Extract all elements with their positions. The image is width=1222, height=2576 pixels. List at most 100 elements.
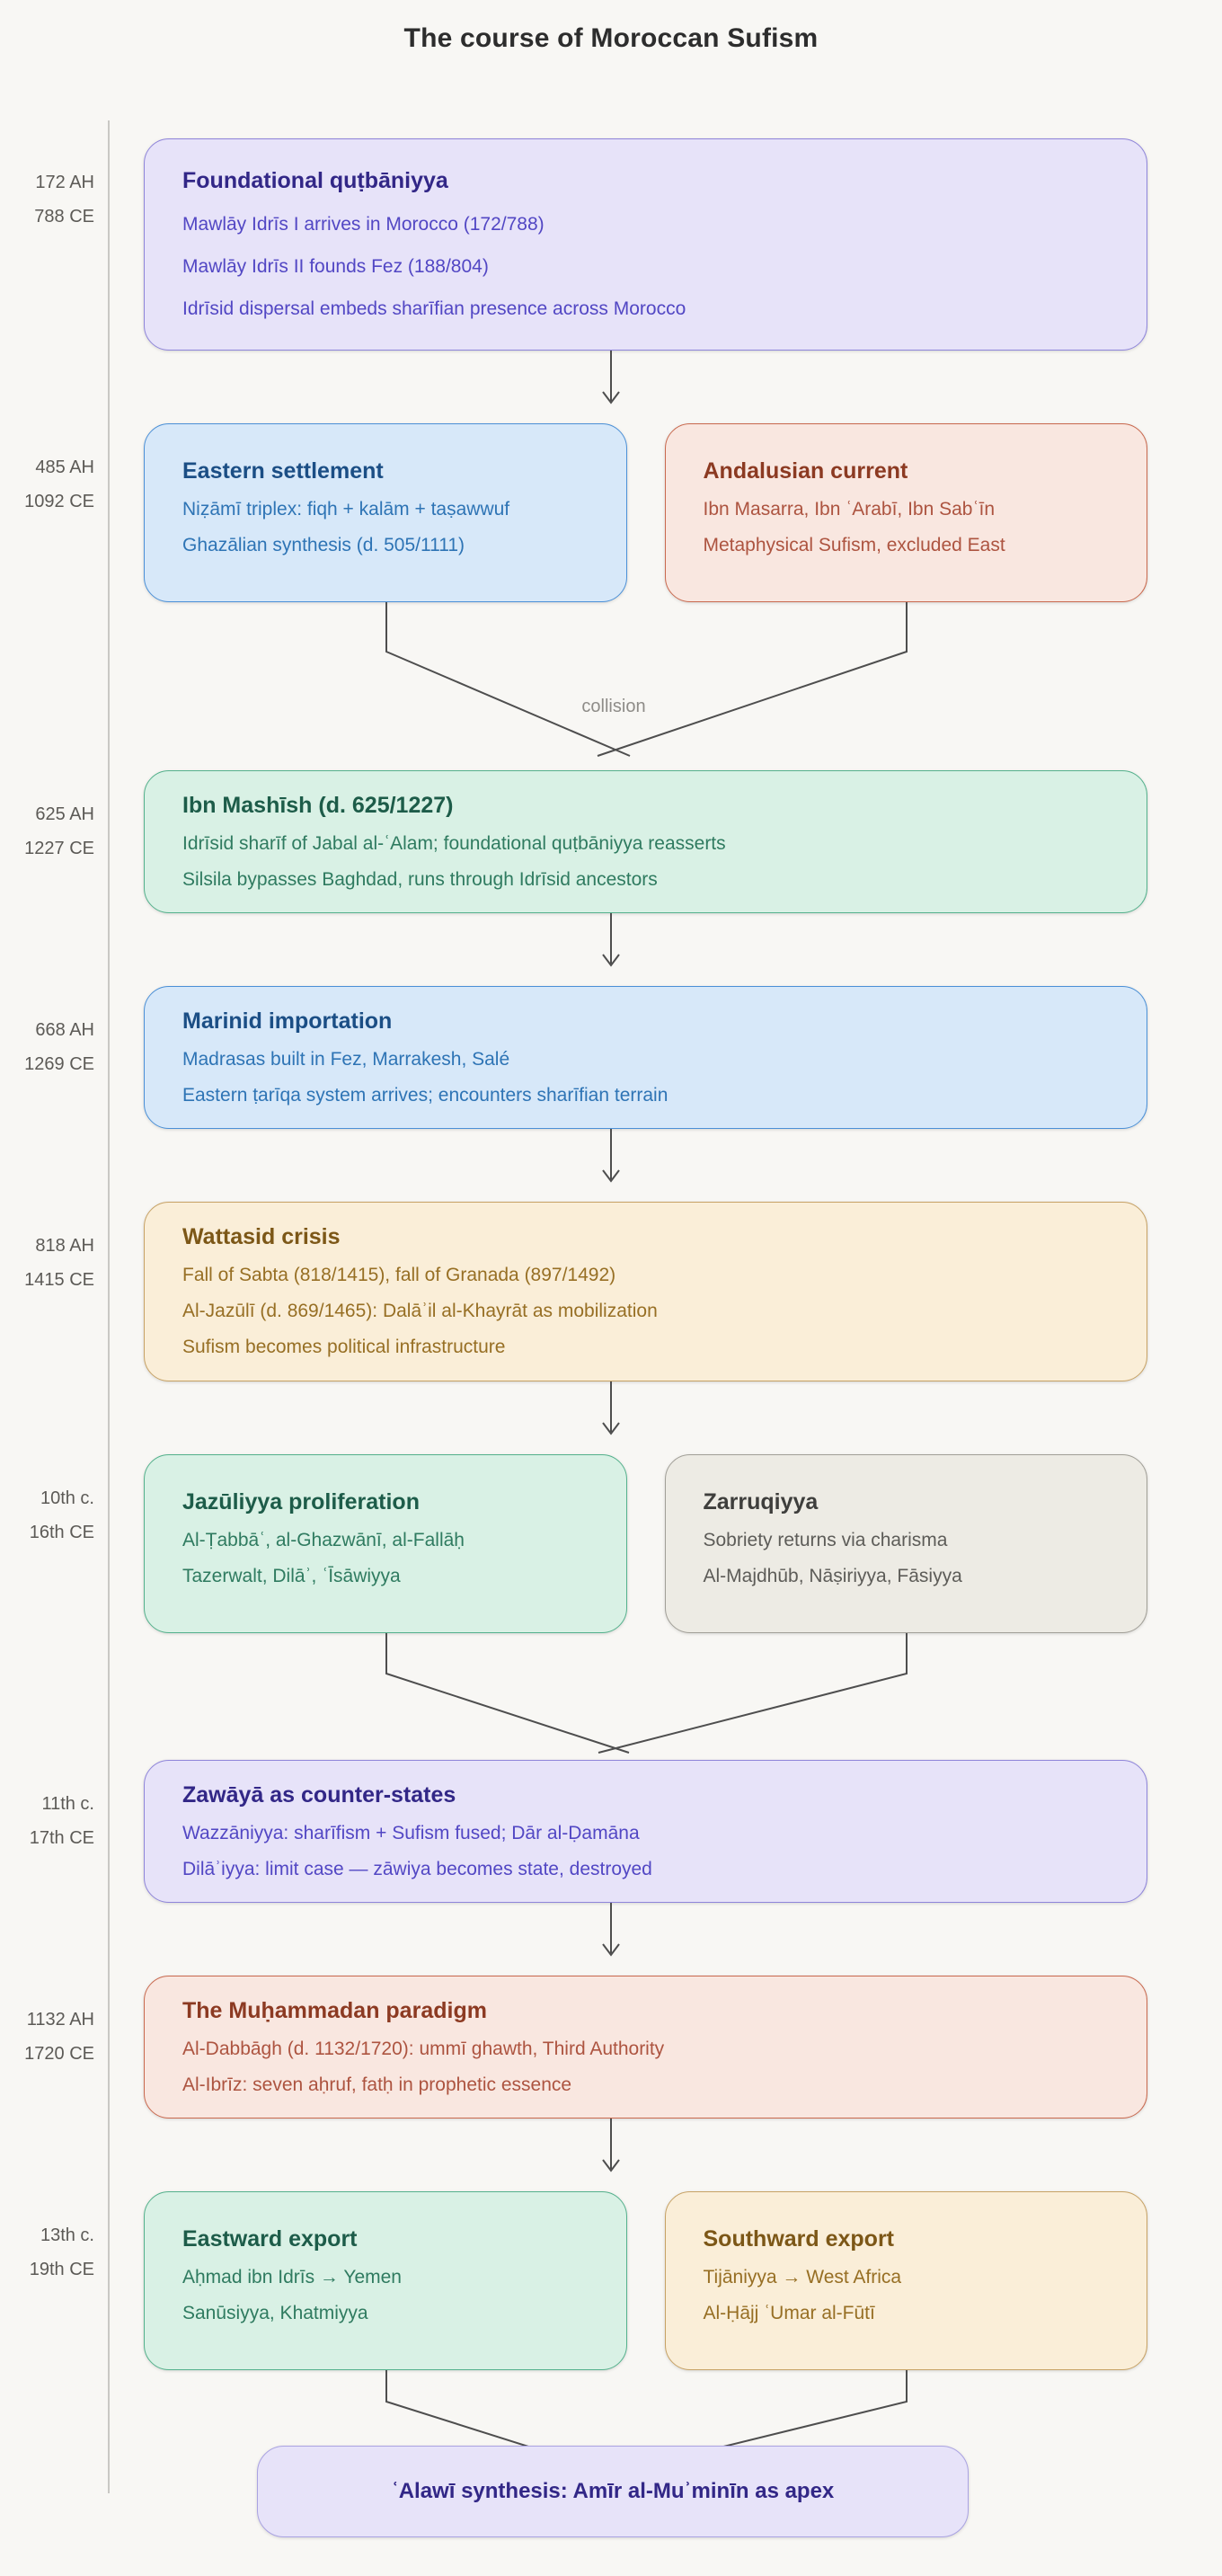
stage-muhammadan-paradigm: 1132 AH 1720 CE The Muḥammadan paradigm … bbox=[0, 1976, 1222, 2119]
timeline-label: 485 AH 1092 CE bbox=[0, 423, 144, 602]
box-marinid-importation: Marinid importation Madrasas built in Fe… bbox=[144, 986, 1147, 1129]
box-title: Andalusian current bbox=[703, 458, 908, 484]
collision-label: collision bbox=[581, 697, 645, 716]
box-eastward-export: Eastward export Aḥmad ibn Idrīs → Yemen … bbox=[144, 2191, 627, 2370]
box-line: Sobriety returns via charisma bbox=[703, 1530, 948, 1550]
box-line: Ghazālian synthesis (d. 505/1111) bbox=[182, 535, 465, 555]
box-line: Al-Ibrīz: seven aḥruf, fatḥ in prophetic… bbox=[182, 2074, 572, 2095]
connector-arrow-row bbox=[0, 2119, 1222, 2191]
box-line: Al-Jazūlī (d. 869/1465): Dalāʾil al-Khay… bbox=[182, 1301, 658, 1321]
stage-alawi-synthesis: ʿAlawī synthesis: Amīr al-Muʾminīn as ap… bbox=[0, 2446, 1222, 2537]
box-line: Al-Majdhūb, Nāṣiriyya, Fāsiyya bbox=[703, 1566, 962, 1586]
timeline-label: 1132 AH 1720 CE bbox=[0, 1976, 144, 2119]
box-line: Ibn Masarra, Ibn ʿArabī, Ibn Sabʿīn bbox=[703, 499, 996, 520]
arrow-down-icon bbox=[602, 1381, 620, 1435]
stage-marinid-importation: 668 AH 1269 CE Marinid importation Madra… bbox=[0, 986, 1222, 1129]
box-line: Mawlāy Idrīs I arrives in Morocco (172/7… bbox=[182, 214, 545, 235]
timeline-label: 13th c. 19th CE bbox=[0, 2191, 144, 2370]
box-title: Eastern settlement bbox=[182, 458, 384, 484]
stage-wattasid-crisis: 818 AH 1415 CE Wattasid crisis Fall of S… bbox=[0, 1202, 1222, 1381]
box-title: Foundational quṭbāniyya bbox=[182, 168, 448, 193]
box-line: Sanūsiyya, Khatmiyya bbox=[182, 2303, 368, 2323]
arrow-down-icon bbox=[602, 351, 620, 404]
flowchart: 172 AH 788 CE Foundational quṭbāniyya Ma… bbox=[0, 120, 1222, 2537]
box-title: ʿAlawī synthesis: Amīr al-Muʾminīn as ap… bbox=[391, 2479, 835, 2503]
timeline-label-ce: 1227 CE bbox=[24, 839, 94, 858]
box-line: Tijāniyya → West Africa bbox=[703, 2267, 902, 2287]
box-title: Wattasid crisis bbox=[182, 1224, 341, 1249]
box-jazuliyya-proliferation: Jazūliyya proliferation Al-Ṭabbāʿ, al-Gh… bbox=[144, 1454, 627, 1633]
moroccan-sufism-flowchart-page: { "page_title": "The course of Moroccan … bbox=[0, 23, 1222, 2576]
box-line: Aḥmad ibn Idrīs → Yemen bbox=[182, 2267, 402, 2287]
box-line: Dilāʾiyya: limit case — zāwiya becomes s… bbox=[182, 1859, 652, 1879]
timeline-spacer bbox=[0, 1903, 144, 1976]
timeline-label-ah: 818 AH bbox=[35, 1236, 94, 1256]
timeline-spacer bbox=[0, 913, 144, 986]
box-andalusian-current: Andalusian current Ibn Masarra, Ibn ʿAra… bbox=[664, 423, 1147, 602]
timeline-spacer bbox=[0, 1129, 144, 1202]
box-title: Zarruqiyya bbox=[703, 1489, 819, 1515]
stage-jazuliyya-zarruqiyya: 10th c. 16th CE Jazūliyya proliferation … bbox=[0, 1454, 1222, 1633]
stage-ibn-mashish: 625 AH 1227 CE Ibn Mashīsh (d. 625/1227)… bbox=[0, 770, 1222, 913]
timeline-label-ah: 485 AH bbox=[35, 457, 94, 477]
timeline-label-ah: 13th c. bbox=[40, 2225, 94, 2245]
timeline-label-ah: 172 AH bbox=[35, 173, 94, 192]
box-line: Sufism becomes political infrastructure bbox=[182, 1337, 506, 1357]
box-zawaya-counter-states: Zawāyā as counter-states Wazzāniyya: sha… bbox=[144, 1760, 1147, 1903]
merge-lines-collision-icon: collision bbox=[385, 602, 908, 757]
arrow-down-icon bbox=[602, 1129, 620, 1183]
timeline-label-ce: 788 CE bbox=[34, 207, 94, 227]
box-zarruqiyya: Zarruqiyya Sobriety returns via charisma… bbox=[664, 1454, 1147, 1633]
timeline-label-ce: 17th CE bbox=[29, 1828, 94, 1848]
arrow-down-icon bbox=[602, 2119, 620, 2172]
stage-foundational-qutbaniyya: 172 AH 788 CE Foundational quṭbāniyya Ma… bbox=[0, 138, 1222, 351]
box-line: Al-Ṭabbāʿ, al-Ghazwānī, al-Fallāḥ bbox=[182, 1530, 465, 1550]
box-line: Idrīsid dispersal embeds sharīfian prese… bbox=[182, 298, 686, 319]
timeline-label-ah: 1132 AH bbox=[26, 2010, 94, 2030]
connector-merge-row bbox=[0, 2370, 1222, 2446]
box-eastern-settlement: Eastern settlement Niẓāmī triplex: fiqh … bbox=[144, 423, 627, 602]
box-foundational-qutbaniyya: Foundational quṭbāniyya Mawlāy Idrīs I a… bbox=[144, 138, 1147, 351]
box-line: Wazzāniyya: sharīfism + Sufism fused; Dā… bbox=[182, 1823, 640, 1843]
timeline-label-ah: 10th c. bbox=[40, 1488, 94, 1508]
box-line: Metaphysical Sufism, excluded East bbox=[703, 535, 1005, 555]
connector-arrow-row bbox=[0, 1903, 1222, 1976]
timeline-label: 625 AH 1227 CE bbox=[0, 770, 144, 913]
stage-exports: 13th c. 19th CE Eastward export Aḥmad ib… bbox=[0, 2191, 1222, 2370]
timeline-label-ce: 19th CE bbox=[29, 2260, 94, 2279]
box-line: Silsila bypasses Baghdad, runs through I… bbox=[182, 869, 658, 890]
connector-arrow-row bbox=[0, 1381, 1222, 1454]
merge-lines-icon bbox=[385, 1633, 908, 1754]
timeline-label-ah: 625 AH bbox=[35, 804, 94, 824]
box-line: Al-Ḥājj ʿUmar al-Fūtī bbox=[703, 2303, 875, 2323]
box-line: Fall of Sabta (818/1415), fall of Granad… bbox=[182, 1265, 616, 1285]
box-line: Eastern ṭarīqa system arrives; encounter… bbox=[182, 1085, 669, 1106]
box-line: Tazerwalt, Dilāʾ, ʿĪsāwiyya bbox=[182, 1566, 401, 1586]
connector-merge-row bbox=[0, 1633, 1222, 1760]
timeline-label: 11th c. 17th CE bbox=[0, 1760, 144, 1903]
arrow-down-icon bbox=[602, 1903, 620, 1957]
box-line: Al-Dabbāgh (d. 1132/1720): ummī ghawth, … bbox=[182, 2039, 665, 2059]
timeline-label: 668 AH 1269 CE bbox=[0, 986, 144, 1129]
timeline-spacer bbox=[0, 2370, 144, 2446]
timeline-label-ce: 1269 CE bbox=[24, 1054, 94, 1074]
timeline-rail bbox=[108, 120, 110, 2493]
timeline-spacer bbox=[0, 2119, 144, 2191]
box-title: Jazūliyya proliferation bbox=[182, 1489, 420, 1515]
box-line: Mawlāy Idrīs II founds Fez (188/804) bbox=[182, 256, 489, 277]
timeline-label-ah: 668 AH bbox=[35, 1020, 94, 1040]
box-line: Idrīsid sharīf of Jabal al-ʿAlam; founda… bbox=[182, 833, 726, 854]
timeline-label-ce: 16th CE bbox=[29, 1523, 94, 1542]
box-title: Ibn Mashīsh (d. 625/1227) bbox=[182, 793, 454, 818]
timeline-label: 172 AH 788 CE bbox=[0, 138, 144, 351]
timeline-spacer bbox=[0, 2446, 144, 2537]
page-title: The course of Moroccan Sufism bbox=[403, 23, 819, 53]
connector-arrow-row bbox=[0, 913, 1222, 986]
box-ibn-mashish: Ibn Mashīsh (d. 625/1227) Idrīsid sharīf… bbox=[144, 770, 1147, 913]
arrow-down-icon bbox=[602, 913, 620, 967]
timeline-label-ce: 1092 CE bbox=[24, 492, 94, 511]
timeline-label-ah: 11th c. bbox=[41, 1794, 94, 1814]
timeline-label-ce: 1415 CE bbox=[24, 1270, 94, 1290]
box-title: Southward export bbox=[703, 2226, 895, 2252]
timeline-spacer bbox=[0, 1381, 144, 1454]
